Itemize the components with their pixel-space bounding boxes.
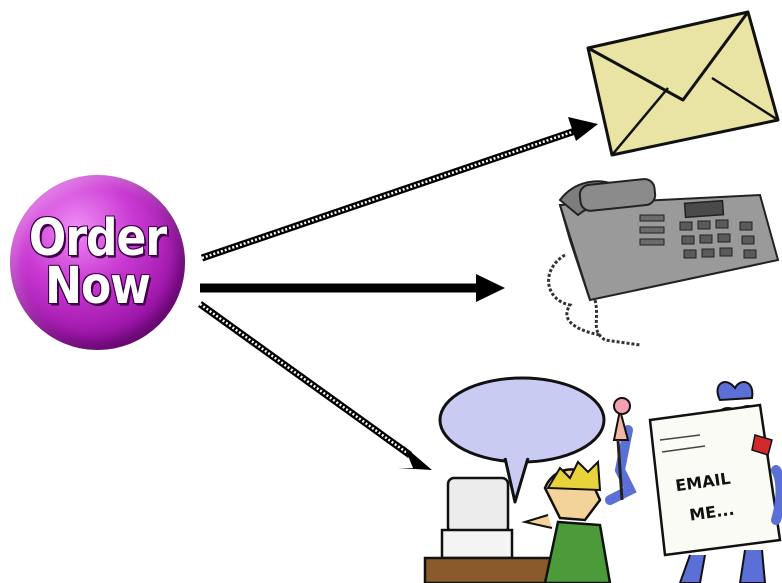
email-character-icon: EMAIL ME... — [610, 382, 781, 583]
telephone-icon — [549, 178, 778, 345]
arrow-to-envelope — [202, 117, 598, 258]
envelope-icon — [588, 12, 778, 155]
arrow-to-email — [200, 304, 432, 470]
arrow-to-phone — [200, 274, 505, 302]
